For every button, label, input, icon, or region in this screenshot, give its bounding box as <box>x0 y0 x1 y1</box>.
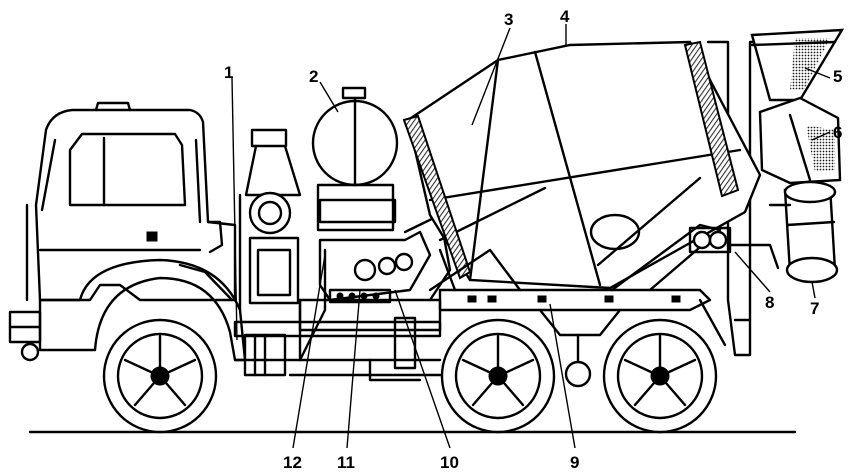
drum-supports <box>428 223 732 292</box>
loading-funnel <box>750 28 845 102</box>
rear-wheel-2 <box>602 318 718 434</box>
rear-wheel-1 <box>440 318 556 434</box>
pump-tower <box>238 128 302 312</box>
callout-label-5: 5 <box>833 67 842 86</box>
leader-lines <box>231 24 831 449</box>
callout-label-2: 2 <box>309 67 318 86</box>
frame-bolts <box>467 295 681 303</box>
gutter-tray <box>768 180 839 284</box>
discharge-chute <box>758 96 842 185</box>
callout-label-12: 12 <box>283 453 302 472</box>
front-wheel <box>102 318 218 434</box>
callout-label-3: 3 <box>504 10 513 29</box>
water-tank <box>311 86 399 232</box>
callout-label-9: 9 <box>570 453 579 472</box>
callout-label-7: 7 <box>810 299 819 318</box>
hydraulic-pump-assembly <box>298 213 452 370</box>
mixing-drum <box>402 40 762 290</box>
callout-label-1: 1 <box>224 63 233 82</box>
callout-label-4: 4 <box>560 7 570 26</box>
cab <box>25 101 237 302</box>
callout-label-11: 11 <box>337 453 355 472</box>
callout-label-8: 8 <box>765 293 774 312</box>
callout-label-10: 10 <box>440 453 459 472</box>
callout-label-6: 6 <box>833 123 842 142</box>
callout-labels: 1 2 3 4 5 6 7 8 9 10 11 12 <box>224 7 842 472</box>
rear-support-frame <box>698 40 780 357</box>
front-bumper <box>8 310 42 362</box>
